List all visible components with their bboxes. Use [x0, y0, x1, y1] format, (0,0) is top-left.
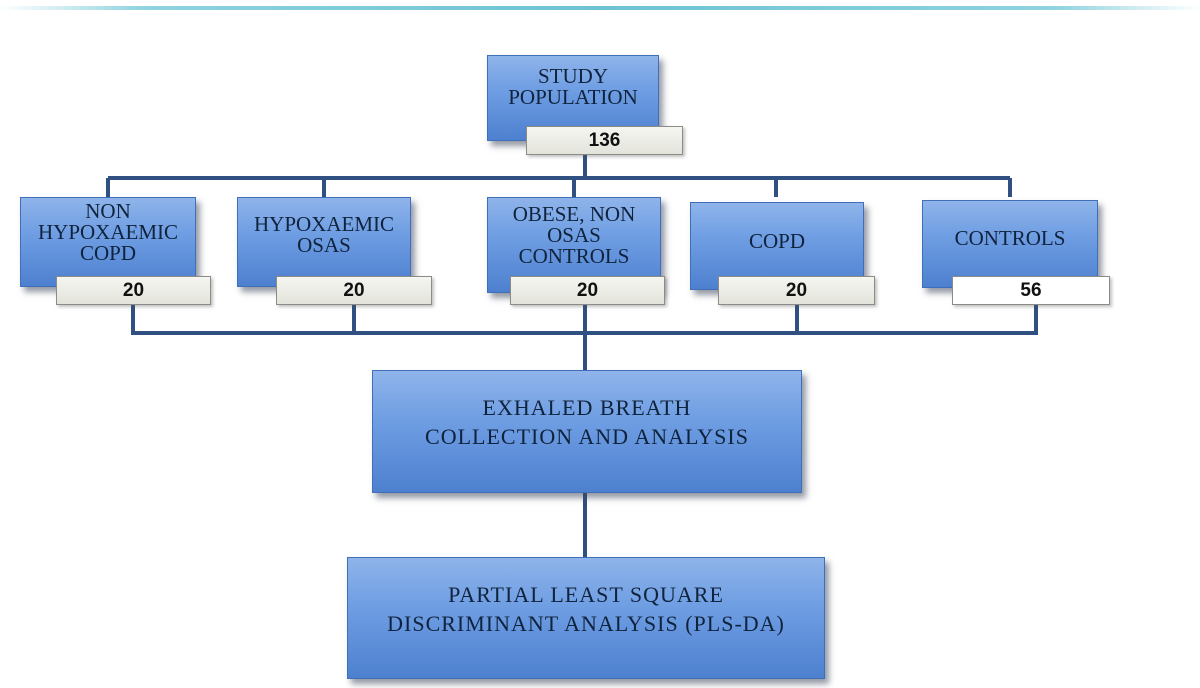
- top-decorative-rule: [0, 6, 1200, 10]
- group-box-hypoxaemic-osas: HYPOXAEMIC OSAS: [237, 197, 411, 287]
- group-count-copd: 20: [718, 276, 875, 305]
- exhaled-breath-collection-label: EXHALED BREATH COLLECTION AND ANALYSIS: [425, 394, 749, 449]
- study-population-count: 136: [526, 126, 683, 155]
- group-label: HYPOXAEMIC OSAS: [253, 212, 394, 257]
- exhaled-breath-collection-box: EXHALED BREATH COLLECTION AND ANALYSIS: [372, 370, 802, 493]
- pls-da-analysis-label: PARTIAL LEAST SQUARE DISCRIMINANT ANALYS…: [387, 582, 785, 636]
- group-count-controls: 56: [952, 276, 1110, 305]
- pls-da-analysis-box: PARTIAL LEAST SQUARE DISCRIMINANT ANALYS…: [347, 557, 825, 679]
- group-box-non-hypoxaemic-copd: NON HYPOXAEMIC COPD: [20, 197, 196, 287]
- group-label: OBESE, NON OSAS CONTROLS: [512, 202, 636, 268]
- group-box-controls: CONTROLS: [922, 200, 1098, 288]
- study-population-label: STUDY POPULATION: [508, 64, 638, 109]
- group-label: CONTROLS: [954, 226, 1066, 250]
- group-count-obese-non-osas-controls: 20: [510, 276, 665, 305]
- group-count-non-hypoxaemic-copd: 20: [56, 276, 211, 305]
- group-label: NON HYPOXAEMIC COPD: [37, 199, 178, 265]
- group-count-hypoxaemic-osas: 20: [276, 276, 432, 305]
- group-label: COPD: [748, 229, 806, 253]
